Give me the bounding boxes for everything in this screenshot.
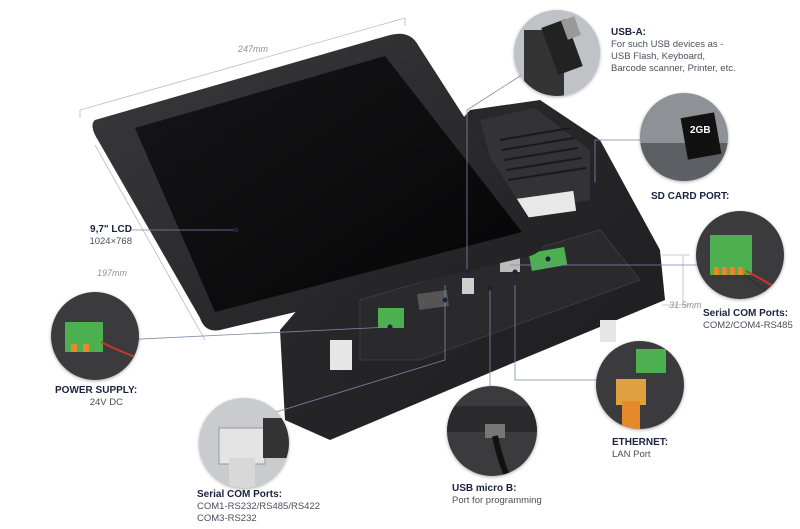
usb-micro-callout: USB micro B: Port for programming <box>452 483 542 507</box>
ethernet-title: ETHERNET: <box>612 437 669 448</box>
lcd-title: 9,7" LCD <box>90 224 132 235</box>
usb-micro-detail-circle <box>447 386 537 476</box>
usb-a-line-1: For such USB devices as - <box>611 39 724 50</box>
power-callout: POWER SUPPLY: 24V DC <box>55 385 138 409</box>
power-desc: 24V DC <box>89 397 123 408</box>
usb-a-callout: USB-A: For such USB devices as - USB Fla… <box>611 27 736 75</box>
usb-micro-desc: Port for programming <box>452 495 542 506</box>
ethernet-callout: ETHERNET: LAN Port <box>612 437 668 461</box>
usb-a-detail-circle <box>514 10 600 96</box>
sd-card-callout: SD CARD PORT: <box>651 191 729 203</box>
sd-card-label: 2GB <box>690 125 711 136</box>
ethernet-desc: LAN Port <box>612 449 651 460</box>
serial-left-title: Serial COM Ports: <box>197 489 283 500</box>
usb-a-line-2: USB Flash, Keyboard, <box>611 51 705 62</box>
width-dimension: 247mm <box>238 44 269 54</box>
sd-card-title: SD CARD PORT: <box>651 191 730 202</box>
serial-right-detail-circle <box>696 211 784 299</box>
lcd-desc: 1024×768 <box>89 236 132 247</box>
leader-dots <box>233 182 598 330</box>
power-detail-circle <box>51 292 139 380</box>
serial-right-desc: COM2/COM4-RS485 <box>703 320 793 331</box>
serial-left-line-1: COM1-RS232/RS485/RS422 <box>197 501 321 512</box>
height-dimension: 197mm <box>97 268 128 278</box>
leader-lines <box>119 59 700 421</box>
serial-right-title: Serial COM Ports: <box>703 308 789 319</box>
ethernet-detail-circle <box>596 341 684 429</box>
serial-right-callout: Serial COM Ports: COM2/COM4-RS485 <box>703 308 793 332</box>
usb-a-line-3: Barcode scanner, Printer, etc. <box>611 63 736 74</box>
serial-left-callout: Serial COM Ports: COM1-RS232/RS485/RS422… <box>197 489 320 525</box>
sd-card-detail-circle: 2GB <box>640 93 728 181</box>
depth-dimension: 31.5mm <box>669 300 702 310</box>
front-panel <box>92 33 543 331</box>
lcd-callout: 9,7" LCD 1024×768 <box>66 224 132 248</box>
serial-left-line-2: COM3-RS232 <box>197 513 257 524</box>
dimension-lines <box>79 17 690 341</box>
serial-left-detail-circle <box>199 398 289 488</box>
usb-micro-title: USB micro B: <box>452 483 517 494</box>
power-title: POWER SUPPLY: <box>55 385 138 396</box>
usb-a-title: USB-A: <box>611 27 646 38</box>
